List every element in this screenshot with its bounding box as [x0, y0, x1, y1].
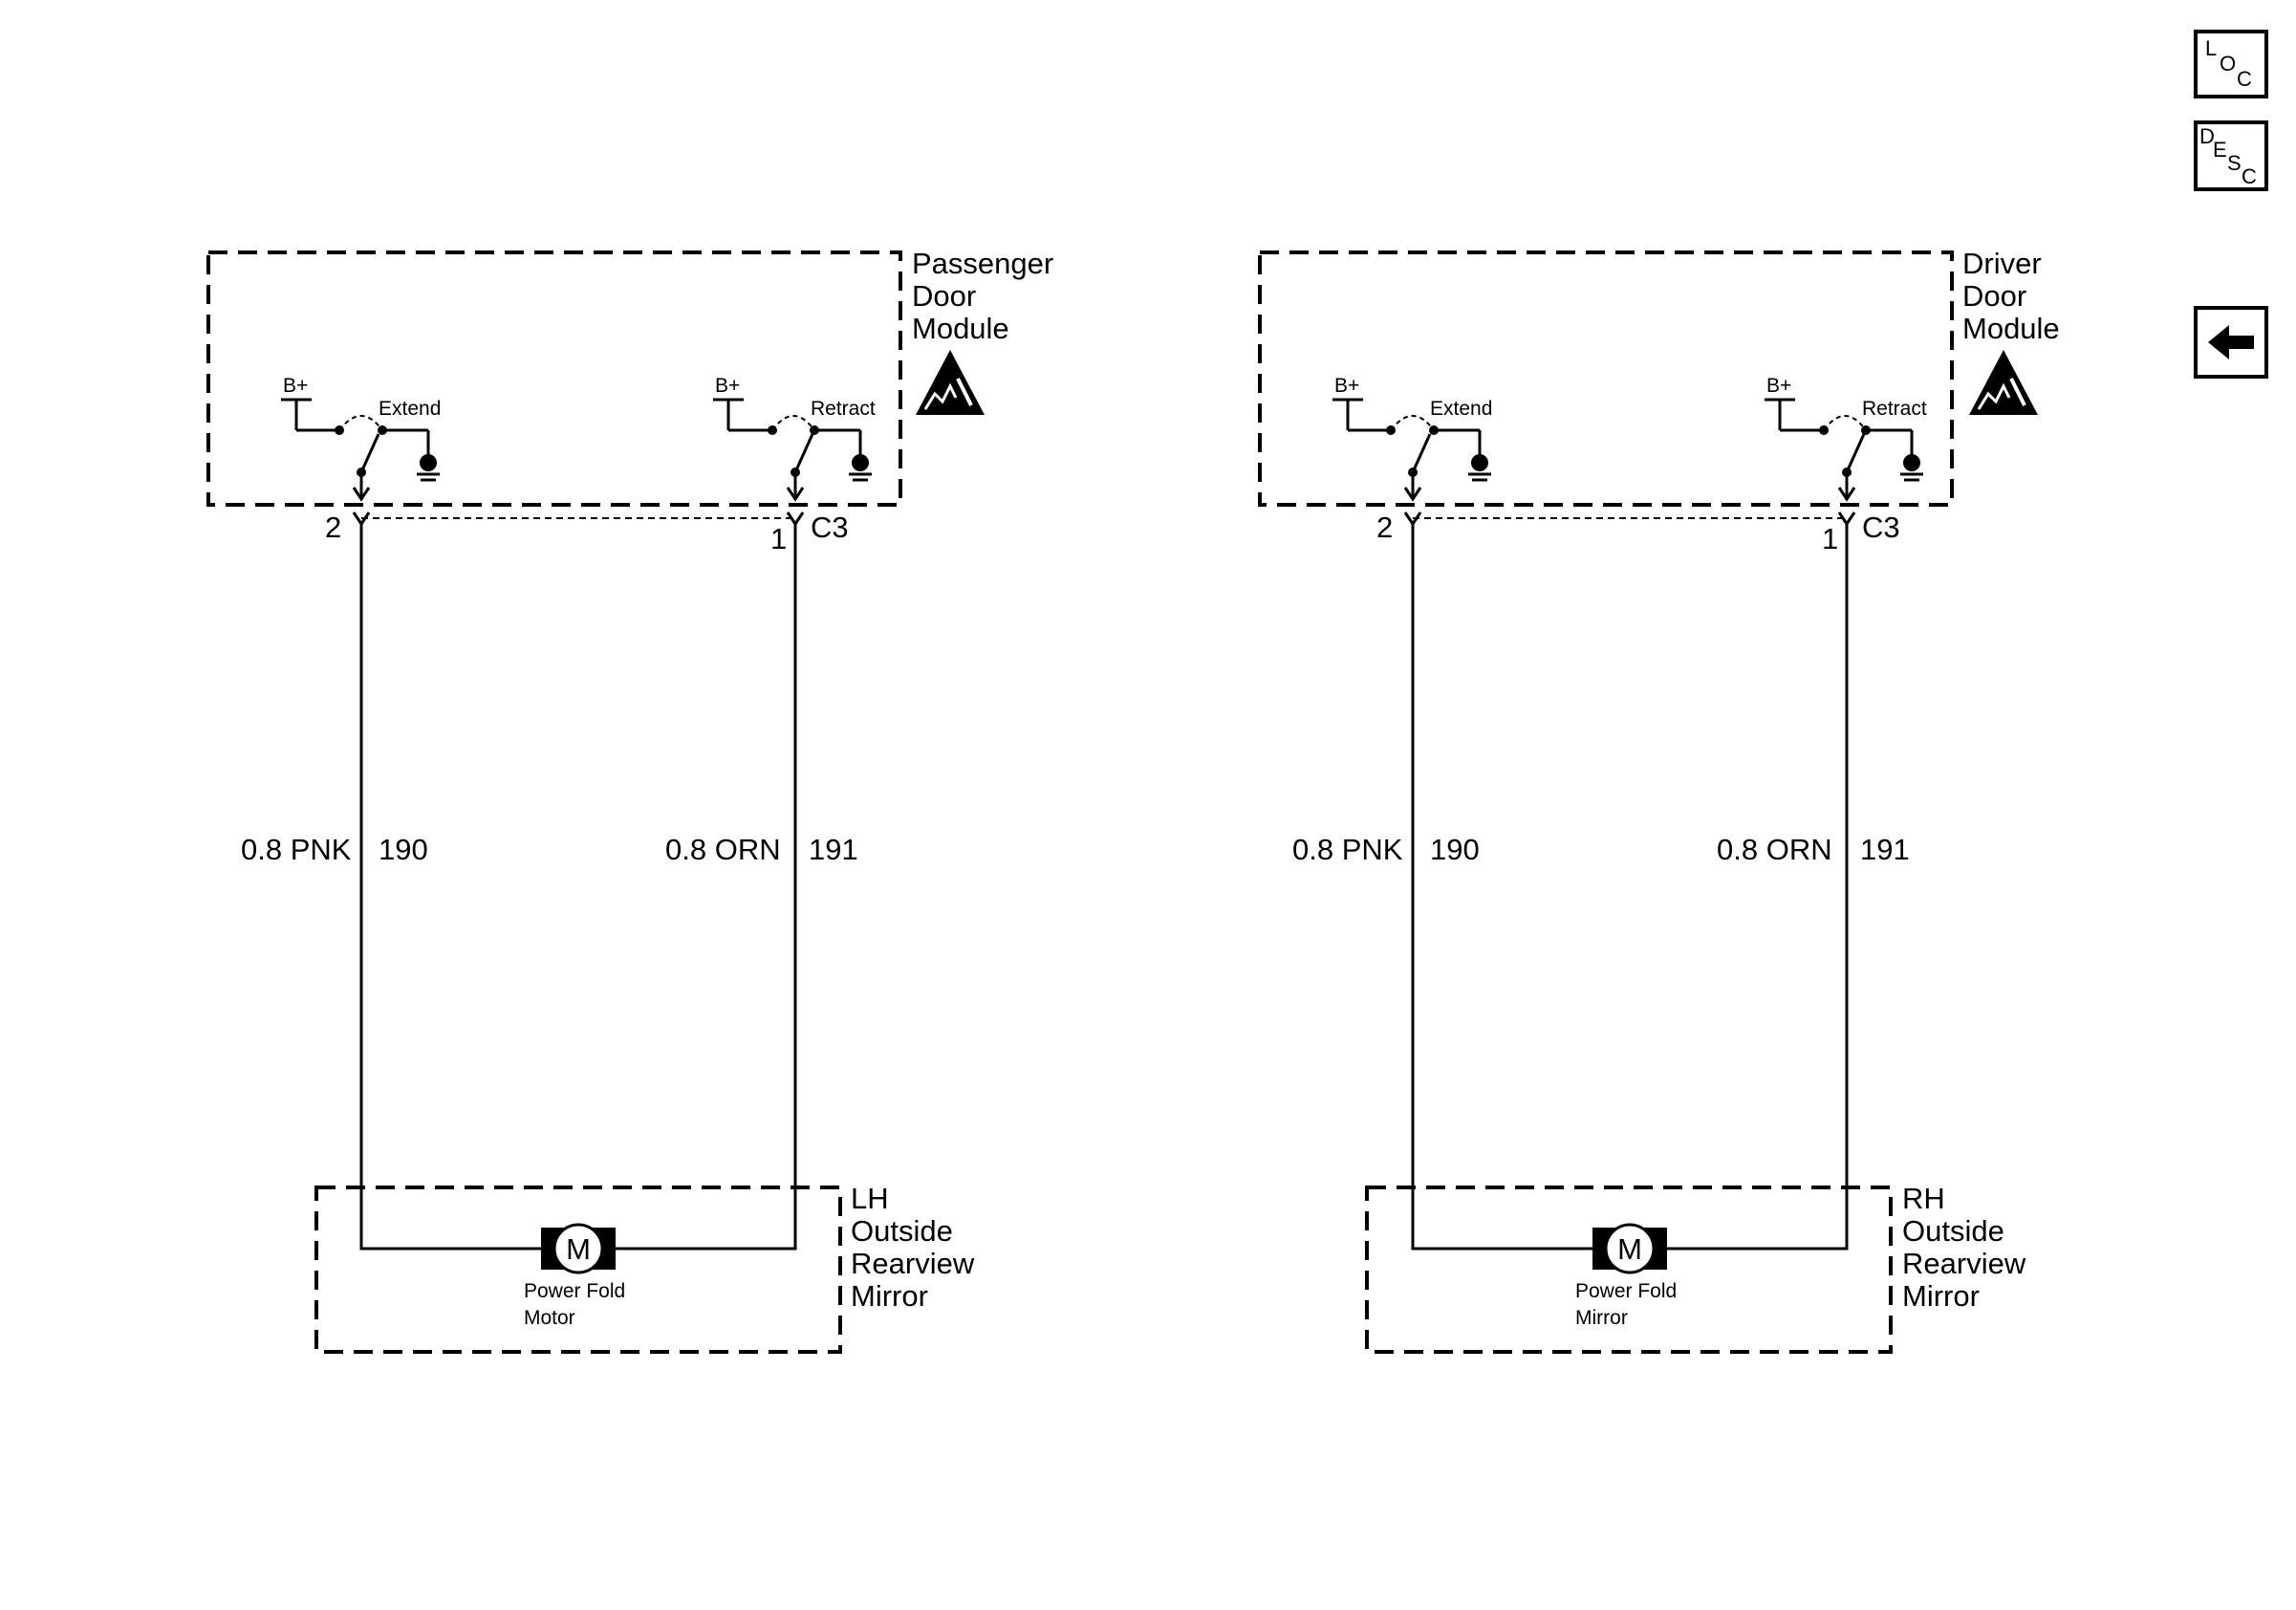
rh-mirror-box [1365, 1186, 1893, 1354]
motor-label-1: Power Fold [1575, 1280, 1677, 1302]
extend-label: Extend [379, 398, 441, 420]
extend-bplus: B+ [1334, 375, 1359, 397]
passenger-connector-c3: C3 [811, 511, 849, 544]
passenger-pin-2: 2 [325, 511, 341, 544]
lh-mirror-label-2: Outside [851, 1214, 953, 1248]
wire-191 [1667, 524, 1849, 1251]
motor-symbol: M [1617, 1232, 1642, 1266]
retract-bplus: B+ [1766, 375, 1791, 397]
rh-mirror-label-2: Outside [1902, 1214, 2004, 1248]
loc-letter-3: C [2237, 67, 2252, 91]
passenger-pin-1: 1 [770, 522, 787, 555]
wire-190 [359, 524, 541, 1251]
driver-side-circuit: Driver Door Module B+ Extend [1258, 247, 2060, 1354]
motor-symbol: M [566, 1232, 591, 1266]
passenger-module-label-2: Door [912, 279, 976, 313]
rh-mirror-label-1: RH [1902, 1182, 1945, 1215]
retract-switch: B+ Retract [713, 375, 876, 502]
loc-letter-1: L [2205, 36, 2217, 60]
power-fold-mirror-motor: M [1592, 1223, 1667, 1274]
passenger-door-module-box [206, 250, 902, 507]
wire-191-gauge: 0.8 ORN [665, 833, 781, 866]
retract-label: Retract [1862, 398, 1927, 420]
extend-switch: B+ Extend [281, 375, 441, 502]
wire-191-circuit: 191 [809, 833, 858, 866]
driver-connector-c3: C3 [1862, 511, 1900, 544]
lh-mirror-label-1: LH [851, 1182, 889, 1215]
driver-module-label-1: Driver [1962, 247, 2042, 280]
left-arrow-icon [2208, 325, 2254, 359]
wire-191-circuit: 191 [1860, 833, 1910, 866]
wire-190-gauge: 0.8 PNK [241, 833, 352, 866]
loc-button[interactable]: L O C [2194, 30, 2268, 98]
rh-mirror-label-3: Rearview [1902, 1247, 2026, 1280]
desc-letter-3: S [2227, 151, 2242, 175]
extend-label: Extend [1430, 398, 1492, 420]
esd-warning-icon [1969, 350, 2038, 415]
motor-label-2: Motor [524, 1307, 575, 1329]
loc-letter-2: O [2220, 52, 2236, 76]
back-button[interactable] [2194, 306, 2268, 379]
motor-label-1: Power Fold [524, 1280, 625, 1302]
retract-bplus: B+ [715, 375, 740, 397]
lh-mirror-label-4: Mirror [851, 1279, 928, 1313]
wire-191-gauge: 0.8 ORN [1717, 833, 1832, 866]
esd-warning-icon [916, 350, 985, 415]
passenger-module-label-3: Module [912, 312, 1009, 345]
wire-190-gauge: 0.8 PNK [1292, 833, 1403, 866]
passenger-module-label-1: Passenger [912, 247, 1053, 280]
passenger-side-circuit: Passenger Door Module B+ Ex [206, 247, 1053, 1354]
extend-switch: B+ Extend [1332, 375, 1492, 502]
rh-mirror-label-4: Mirror [1902, 1279, 1980, 1313]
desc-letter-2: E [2213, 138, 2227, 162]
desc-button[interactable]: D E S C [2194, 120, 2268, 191]
extend-bplus: B+ [283, 375, 308, 397]
power-fold-motor: M [541, 1223, 616, 1274]
lh-mirror-label-3: Rearview [851, 1247, 975, 1280]
driver-pin-2: 2 [1376, 511, 1393, 544]
driver-module-label-2: Door [1962, 279, 2026, 313]
driver-module-label-3: Module [1962, 312, 2060, 345]
lh-mirror-box [314, 1186, 842, 1354]
desc-letter-1: D [2199, 124, 2215, 148]
retract-switch: B+ Retract [1765, 375, 1927, 502]
wire-190 [1411, 524, 1592, 1251]
driver-door-module-box [1258, 250, 1954, 507]
wire-190-circuit: 190 [379, 833, 428, 866]
retract-label: Retract [811, 398, 876, 420]
wire-191 [616, 524, 797, 1251]
desc-letter-4: C [2242, 164, 2257, 188]
wire-190-circuit: 190 [1430, 833, 1480, 866]
driver-pin-1: 1 [1822, 522, 1838, 555]
motor-label-2: Mirror [1575, 1307, 1628, 1329]
